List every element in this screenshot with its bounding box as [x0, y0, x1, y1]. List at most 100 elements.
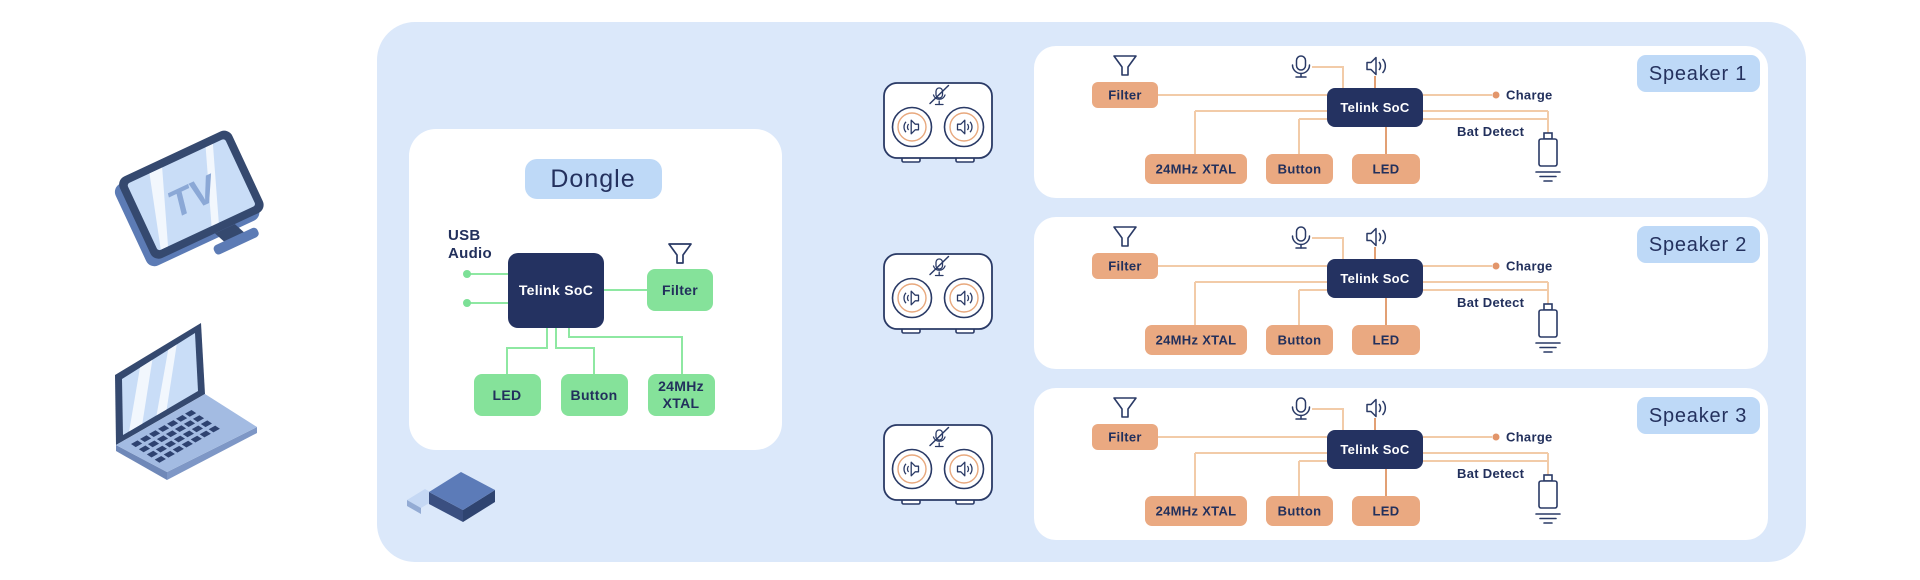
antenna-icon: [1113, 226, 1137, 247]
dongle-button-label: Button: [571, 387, 618, 403]
usb-body-side: [463, 490, 495, 522]
led-label: LED: [1373, 504, 1400, 519]
laptop-key: [164, 440, 176, 448]
laptop-key: [200, 420, 212, 428]
soc-box: [1327, 430, 1423, 469]
antenna-icon: [1113, 55, 1137, 76]
xtal-label: 24MHz XTAL: [1156, 333, 1237, 348]
charge-label: Charge: [1506, 430, 1553, 445]
laptop-key: [156, 435, 169, 443]
dongle-title-chip: [525, 159, 662, 199]
left-driver: [891, 106, 933, 148]
button-label: Button: [1278, 162, 1322, 177]
laptop-screen-glare: [129, 333, 179, 432]
laptop-key: [181, 440, 193, 448]
usb-line-dot: [463, 270, 471, 278]
laptop-right-edge: [167, 427, 257, 480]
antenna-icon: [1113, 397, 1137, 418]
soc-box: [1327, 259, 1423, 298]
speaker-sound-icon: [956, 290, 973, 306]
laptop-key: [199, 430, 211, 438]
speaker-sound-icon: [1366, 398, 1387, 418]
laptop-key: [158, 425, 170, 432]
circuit-lines-dark: [1374, 76, 1387, 154]
filter-box: [1092, 253, 1158, 279]
soc-label: Telink SoC: [1340, 442, 1410, 457]
dongle-title: Dongle: [550, 165, 635, 193]
speaker-box-illustration: [883, 82, 993, 163]
laptop-illustration: [115, 323, 257, 480]
laptop-key: [149, 430, 161, 437]
circuit-lines-light: [1158, 408, 1549, 496]
laptop-key: [182, 430, 194, 438]
system-container: Dongle USB Audio Telink SoC Filter LED B: [377, 22, 1806, 562]
speaker-title: Speaker 1: [1649, 63, 1747, 85]
led-box: [1352, 154, 1420, 184]
speaker-title: Speaker 2: [1649, 234, 1747, 256]
bat-detect-label: Bat Detect: [1457, 466, 1525, 481]
charge-dot: [1492, 91, 1500, 99]
left-driver: [891, 277, 933, 319]
xtal-box: [1145, 496, 1247, 526]
xtal-box: [1145, 325, 1247, 355]
speaker-row: Speaker 2: [883, 217, 1768, 369]
microphone-icon: [1291, 397, 1311, 420]
speaker-title-chip: [1637, 397, 1760, 434]
laptop-key: [146, 450, 158, 458]
dongle-connector-lines: [467, 273, 683, 374]
led-label: LED: [1373, 333, 1400, 348]
filter-label: Filter: [1108, 259, 1142, 274]
speaker-row: Speaker 1: [883, 46, 1768, 198]
microphone-icon: [1291, 226, 1311, 249]
tv-illustration: TV: [114, 130, 264, 267]
filter-box: [1092, 82, 1158, 108]
circuit-lines-light: [1158, 237, 1549, 325]
tv-screen-glare: [149, 143, 219, 250]
laptop-key: [172, 445, 184, 453]
filter-label: Filter: [1108, 88, 1142, 103]
dongle-soc-label: Telink SoC: [519, 282, 593, 298]
battery-ground-icon: [1535, 132, 1561, 182]
dongle-xtal-label-line1: 24MHz: [658, 378, 704, 394]
right-driver: [943, 448, 985, 490]
speaker-panel: Speaker 2: [1034, 217, 1768, 369]
filter-box: [1092, 424, 1158, 450]
button-box: [1266, 325, 1333, 355]
circuit-lines-light: [1158, 66, 1549, 154]
speaker-panel: Speaker 1: [1034, 46, 1768, 198]
laptop-front-edge: [116, 445, 167, 480]
speaker-box-illustration: [883, 424, 993, 505]
dongle-led-label: LED: [493, 387, 522, 403]
button-label: Button: [1278, 333, 1322, 348]
laptop-key: [167, 420, 179, 427]
laptop-key: [165, 430, 178, 438]
muted-microphone-icon: [929, 255, 950, 277]
dongle-led-box: [474, 374, 541, 416]
dongle-panel: Dongle USB Audio Telink SoC Filter LED B: [409, 129, 782, 450]
charge-dot: [1492, 433, 1500, 441]
speaker-title-chip: [1637, 55, 1760, 92]
soc-label: Telink SoC: [1340, 271, 1410, 286]
muted-microphone-icon: [929, 84, 950, 106]
soc-box: [1327, 88, 1423, 127]
laptop-key: [147, 440, 160, 448]
dongle-filter-label: Filter: [662, 282, 698, 298]
speaker-title-chip: [1637, 226, 1760, 263]
battery-ground-icon: [1535, 303, 1561, 353]
xtal-label: 24MHz XTAL: [1156, 504, 1237, 519]
speaker-sound-icon: [956, 461, 973, 477]
speaker-sound-icon: [903, 461, 920, 477]
speaker-sound-icon: [1366, 227, 1387, 247]
usb-audio-label-line2: Audio: [448, 245, 492, 262]
filter-label: Filter: [1108, 430, 1142, 445]
usb-body-front: [429, 492, 463, 522]
speaker-box-illustration: [883, 253, 993, 334]
left-driver: [891, 448, 933, 490]
laptop-key: [174, 425, 187, 433]
led-label: LED: [1373, 162, 1400, 177]
laptop-key: [140, 435, 152, 443]
charge-label: Charge: [1506, 259, 1553, 274]
xtal-box: [1145, 154, 1247, 184]
laptop-key: [154, 455, 166, 463]
